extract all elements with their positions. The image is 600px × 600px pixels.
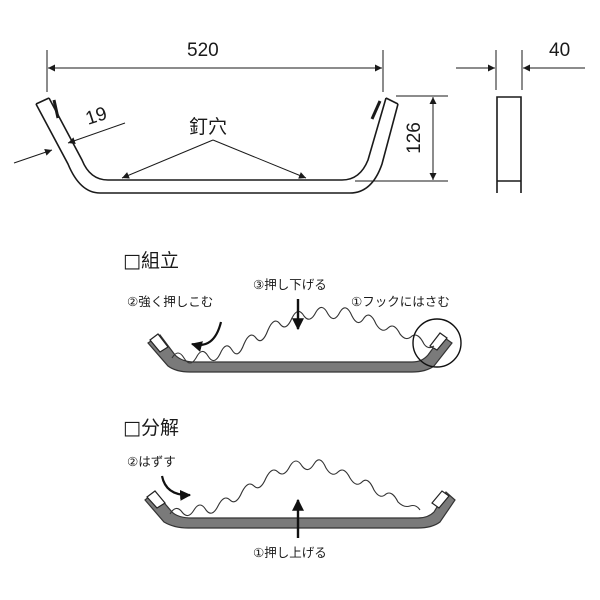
- dimension-40: [456, 50, 585, 90]
- assembly-step-2: ②強く押しこむ: [127, 294, 214, 309]
- height-dimension-label: 126: [403, 122, 425, 154]
- dimension-520: [46, 50, 384, 92]
- nail-holes-label: 釘穴: [189, 116, 228, 138]
- disassembly-title: □分解: [123, 417, 179, 439]
- dimension-19: [13, 122, 126, 164]
- dimension-126: [355, 95, 448, 182]
- disassembly-step-1: ①押し上げる: [253, 545, 327, 560]
- disassembly-illustration: [144, 459, 456, 538]
- side-view: [496, 96, 522, 193]
- assembly-title: □組立: [123, 250, 179, 272]
- depth-dimension-label: 40: [549, 40, 571, 61]
- nail-hole-leaders: [121, 139, 307, 179]
- assembly-step-3: ③押し下げる: [253, 277, 327, 292]
- assembly-step-1: ①フックにはさむ: [351, 294, 450, 309]
- assembly-illustration: [147, 299, 462, 373]
- disassembly-step-2: ②はずす: [127, 454, 176, 469]
- front-view-frame: [35, 97, 399, 194]
- width-dimension-label: 520: [187, 40, 219, 61]
